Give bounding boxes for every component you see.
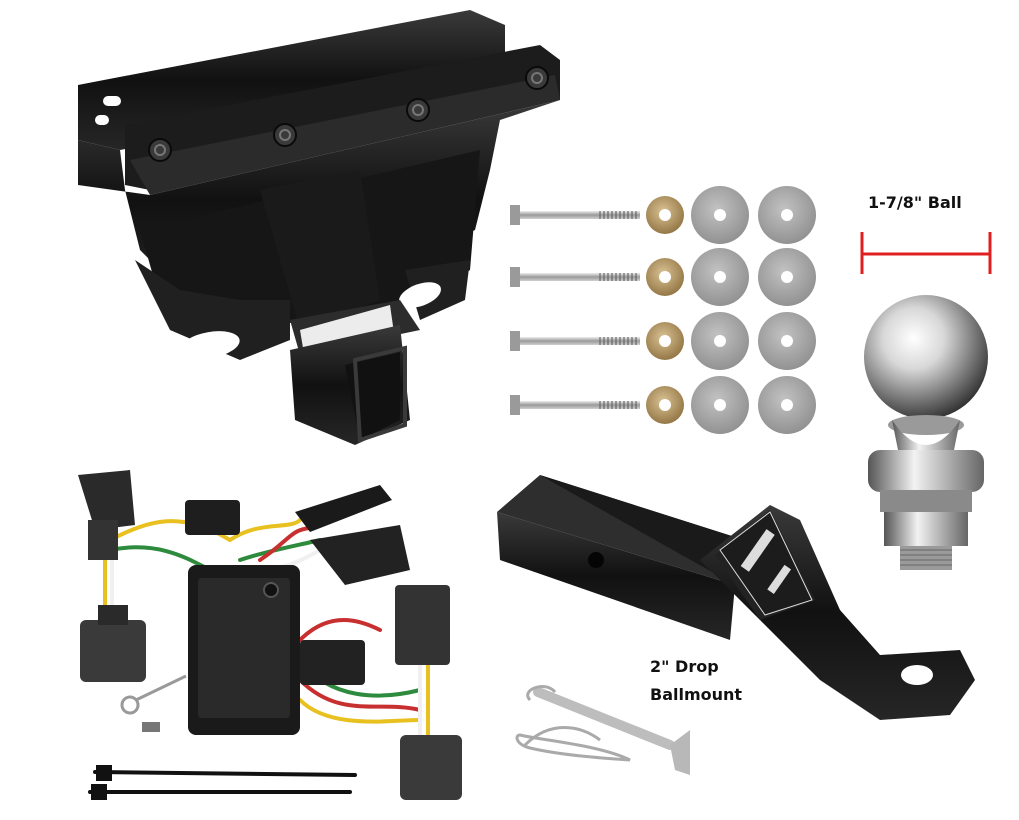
hitch-ball (864, 295, 988, 570)
zip-ties (88, 765, 357, 800)
bronze-washers (646, 196, 684, 424)
ball-size-label: 1-7/8" Ball (868, 193, 962, 212)
receiver-hitch (78, 10, 560, 445)
ballmount-label: Ballmount (650, 685, 743, 704)
wiring-harness (78, 470, 462, 800)
drop-label: 2" Drop (650, 657, 719, 676)
gray-washers (691, 186, 816, 434)
hitch-pin-and-clip (515, 685, 690, 775)
mounting-bolts (510, 205, 640, 415)
hardware-kit (510, 186, 816, 434)
ball-mount (497, 475, 975, 720)
ball-dimension-line (860, 232, 992, 274)
